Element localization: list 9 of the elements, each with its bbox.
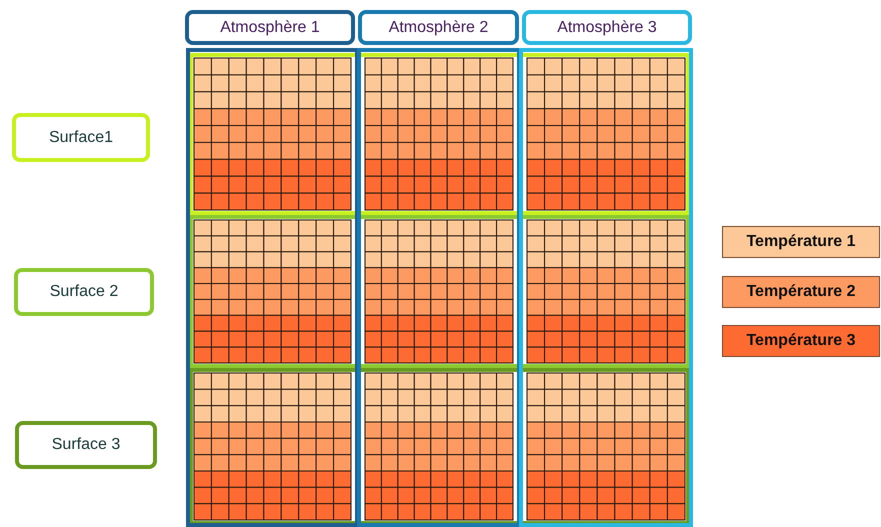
- atmosphere-label-box: Atmosphère 1: [185, 10, 355, 45]
- surface-label-box: Surface 3: [15, 421, 157, 469]
- legend-item: Température 3: [722, 325, 880, 357]
- surface-label-box: Surface 2: [14, 268, 154, 316]
- legend-item: Température 1: [722, 226, 880, 258]
- surface-label-box: Surface1: [12, 113, 150, 162]
- legend-item: Température 2: [722, 276, 880, 308]
- atmosphere-label-box: Atmosphère 2: [358, 10, 519, 45]
- atmosphere-label-box: Atmosphère 3: [522, 10, 692, 45]
